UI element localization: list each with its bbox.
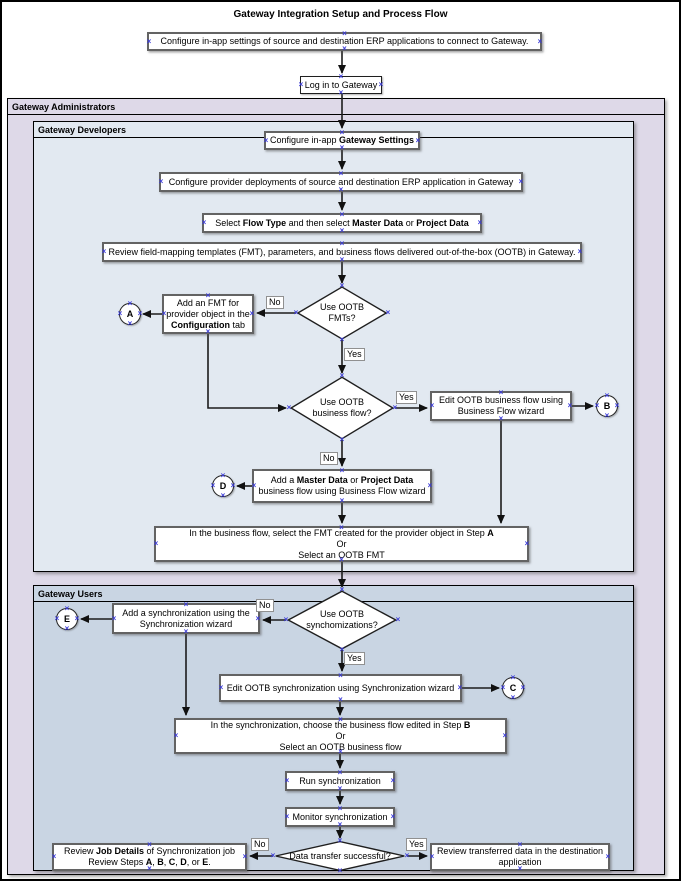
connection-point-mark: × xyxy=(477,218,483,227)
step-configure-gateway-settings: Configure in-app Gateway Settings×××× xyxy=(263,128,421,152)
connection-point-mark: × xyxy=(378,80,384,89)
connection-point-mark: × xyxy=(242,852,248,861)
edge-label-no: No xyxy=(320,452,338,465)
connection-point-mark: × xyxy=(502,731,508,740)
step-review-ootb-templates: Review field-mapping templates (FMT), pa… xyxy=(101,239,583,264)
connection-point-mark: × xyxy=(567,401,573,410)
offpage-connector-d: D×××× xyxy=(210,471,236,500)
connection-point-mark: × xyxy=(298,80,304,89)
connection-point-mark: × xyxy=(518,177,524,186)
connection-point-mark: × xyxy=(338,671,343,680)
connection-point-mark: × xyxy=(251,481,257,490)
diamond-shape xyxy=(273,841,407,871)
connection-point-mark: × xyxy=(218,683,224,692)
diamond-shape xyxy=(289,376,395,440)
diamond-shape xyxy=(286,590,398,650)
connection-point-mark: × xyxy=(284,812,290,821)
connection-point-mark: × xyxy=(249,309,255,318)
edge-label-yes: Yes xyxy=(406,838,427,851)
step-select-flow-type: Select Flow Type and then select Master … xyxy=(201,210,483,235)
decision-label: Data transfer successful? xyxy=(289,850,391,861)
edge-label-yes: Yes xyxy=(396,391,417,404)
connection-point-mark: × xyxy=(427,481,433,490)
connection-point-mark: × xyxy=(457,683,463,692)
edge-label-yes: Yes xyxy=(344,652,365,665)
connection-point-mark: × xyxy=(537,36,543,46)
connection-point-mark: × xyxy=(605,852,611,861)
connection-point-mark: × xyxy=(339,466,345,475)
diamond-shape xyxy=(296,286,388,340)
connection-point-mark: × xyxy=(284,776,290,785)
connection-point-mark: × xyxy=(390,812,396,821)
step-edit-ootb-synchronization: Edit OOTB synchronization using Synchron… xyxy=(218,671,463,704)
offpage-connector-a: A×××× xyxy=(117,299,143,328)
step-select-fmt-in-business-flow: In the business flow, select the FMT cre… xyxy=(153,523,530,564)
connection-point-mark: × xyxy=(111,613,117,623)
step-choose-business-flow: In the synchronization, choose the busin… xyxy=(173,715,508,756)
connection-point-mark: × xyxy=(153,539,159,548)
decision-data-transfer-successful: Data transfer successful? ×××× xyxy=(271,837,410,875)
step-monitor-synchronization: Monitor synchronization×××× xyxy=(284,804,396,829)
page-title: Gateway Integration Setup and Process Fl… xyxy=(233,9,448,20)
connection-point-mark: × xyxy=(101,247,107,256)
step-review-job-details: Review Job Details of Synchronization jo… xyxy=(51,840,248,873)
connection-point-mark: × xyxy=(429,852,435,861)
connection-point-mark: × xyxy=(146,36,152,46)
step-log-in-to-gateway: Log in to Gateway×××× xyxy=(298,72,384,97)
connection-point-mark: × xyxy=(158,177,164,186)
connection-point-mark: × xyxy=(51,852,57,861)
step-review-transferred-data: Review transferred data in the destinati… xyxy=(429,840,611,873)
connection-point-mark: × xyxy=(415,135,421,145)
step-run-synchronization: Run synchronization×××× xyxy=(284,768,396,793)
offpage-connector-c: C×××× xyxy=(500,673,526,702)
connection-point-mark: × xyxy=(201,218,207,227)
step-configure-provider-deployments: Configure provider deployments of source… xyxy=(158,169,524,194)
offpage-connector-b: B×××× xyxy=(594,391,620,420)
connection-point-mark: × xyxy=(255,613,261,623)
step-configure-inapp-erp-settings: Configure in-app settings of source and … xyxy=(146,29,543,53)
container-label-administrators: Gateway Administrators xyxy=(8,99,664,115)
connection-point-mark: × xyxy=(263,135,269,145)
edge-label-no: No xyxy=(266,296,284,309)
edge-label-no: No xyxy=(251,838,269,851)
connection-point-mark: × xyxy=(524,539,530,548)
offpage-connector-e: E×××× xyxy=(54,604,80,633)
connection-point-mark: × xyxy=(390,776,396,785)
connection-point-mark: × xyxy=(429,401,435,410)
connection-point-mark: × xyxy=(173,731,179,740)
edge-label-no: No xyxy=(256,599,274,612)
connection-point-mark: × xyxy=(577,247,583,256)
edge-label-yes: Yes xyxy=(344,348,365,361)
